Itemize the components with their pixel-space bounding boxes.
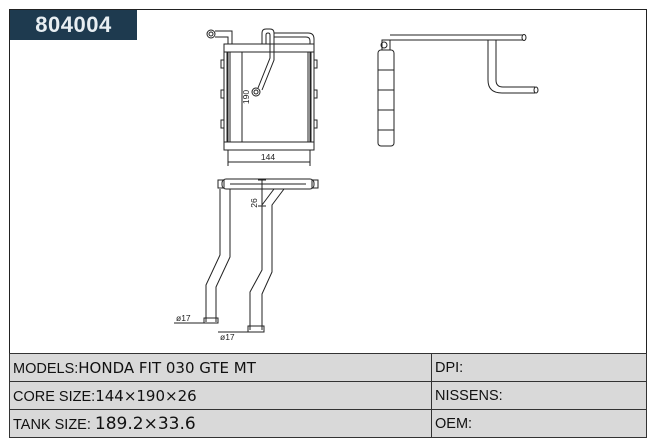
oem-label: OEM: — [435, 415, 473, 432]
models-cell: MODELS:HONDA FIT 030 GTE MT — [9, 353, 432, 382]
models-value: HONDA FIT 030 GTE MT — [78, 358, 256, 377]
front-view-core — [206, 28, 318, 166]
dpi-cell: DPI: — [431, 353, 647, 382]
spec-row-models: MODELS:HONDA FIT 030 GTE MT DPI: — [9, 353, 647, 382]
dimension-label-pipe-dia-left: ø17 — [176, 313, 191, 323]
side-view-core — [377, 34, 539, 147]
tank-size-value: 189.2×33.6 — [94, 413, 196, 434]
core-size-label: CORE SIZE: — [13, 388, 96, 405]
tank-size-label: TANK SIZE: — [13, 416, 95, 433]
nissens-cell: NISSENS: — [431, 381, 647, 410]
dimension-label-width: 144 — [261, 152, 275, 162]
dimension-label-height: 190 — [241, 90, 251, 104]
tank-size-cell: TANK SIZE: 189.2×33.6 — [9, 409, 432, 438]
spec-row-core-size: CORE SIZE:144×190×26 NISSENS: — [9, 381, 647, 410]
spec-table: MODELS:HONDA FIT 030 GTE MT DPI: CORE SI… — [9, 353, 647, 438]
core-size-value: 144×190×26 — [95, 386, 197, 405]
part-number-badge: 804004 — [10, 10, 137, 40]
models-label: MODELS: — [13, 360, 79, 377]
spec-row-tank-size: TANK SIZE: 189.2×33.6 OEM: — [9, 409, 647, 438]
core-size-cell: CORE SIZE:144×190×26 — [9, 381, 432, 410]
dimension-label-pipe-dia-right: ø17 — [220, 332, 235, 342]
bottom-view-pipes — [174, 178, 319, 333]
nissens-label: NISSENS: — [435, 387, 503, 404]
oem-cell: OEM: — [431, 409, 647, 438]
dpi-label: DPI: — [435, 359, 464, 376]
dimension-label-pipe-height: 26 — [249, 198, 259, 208]
